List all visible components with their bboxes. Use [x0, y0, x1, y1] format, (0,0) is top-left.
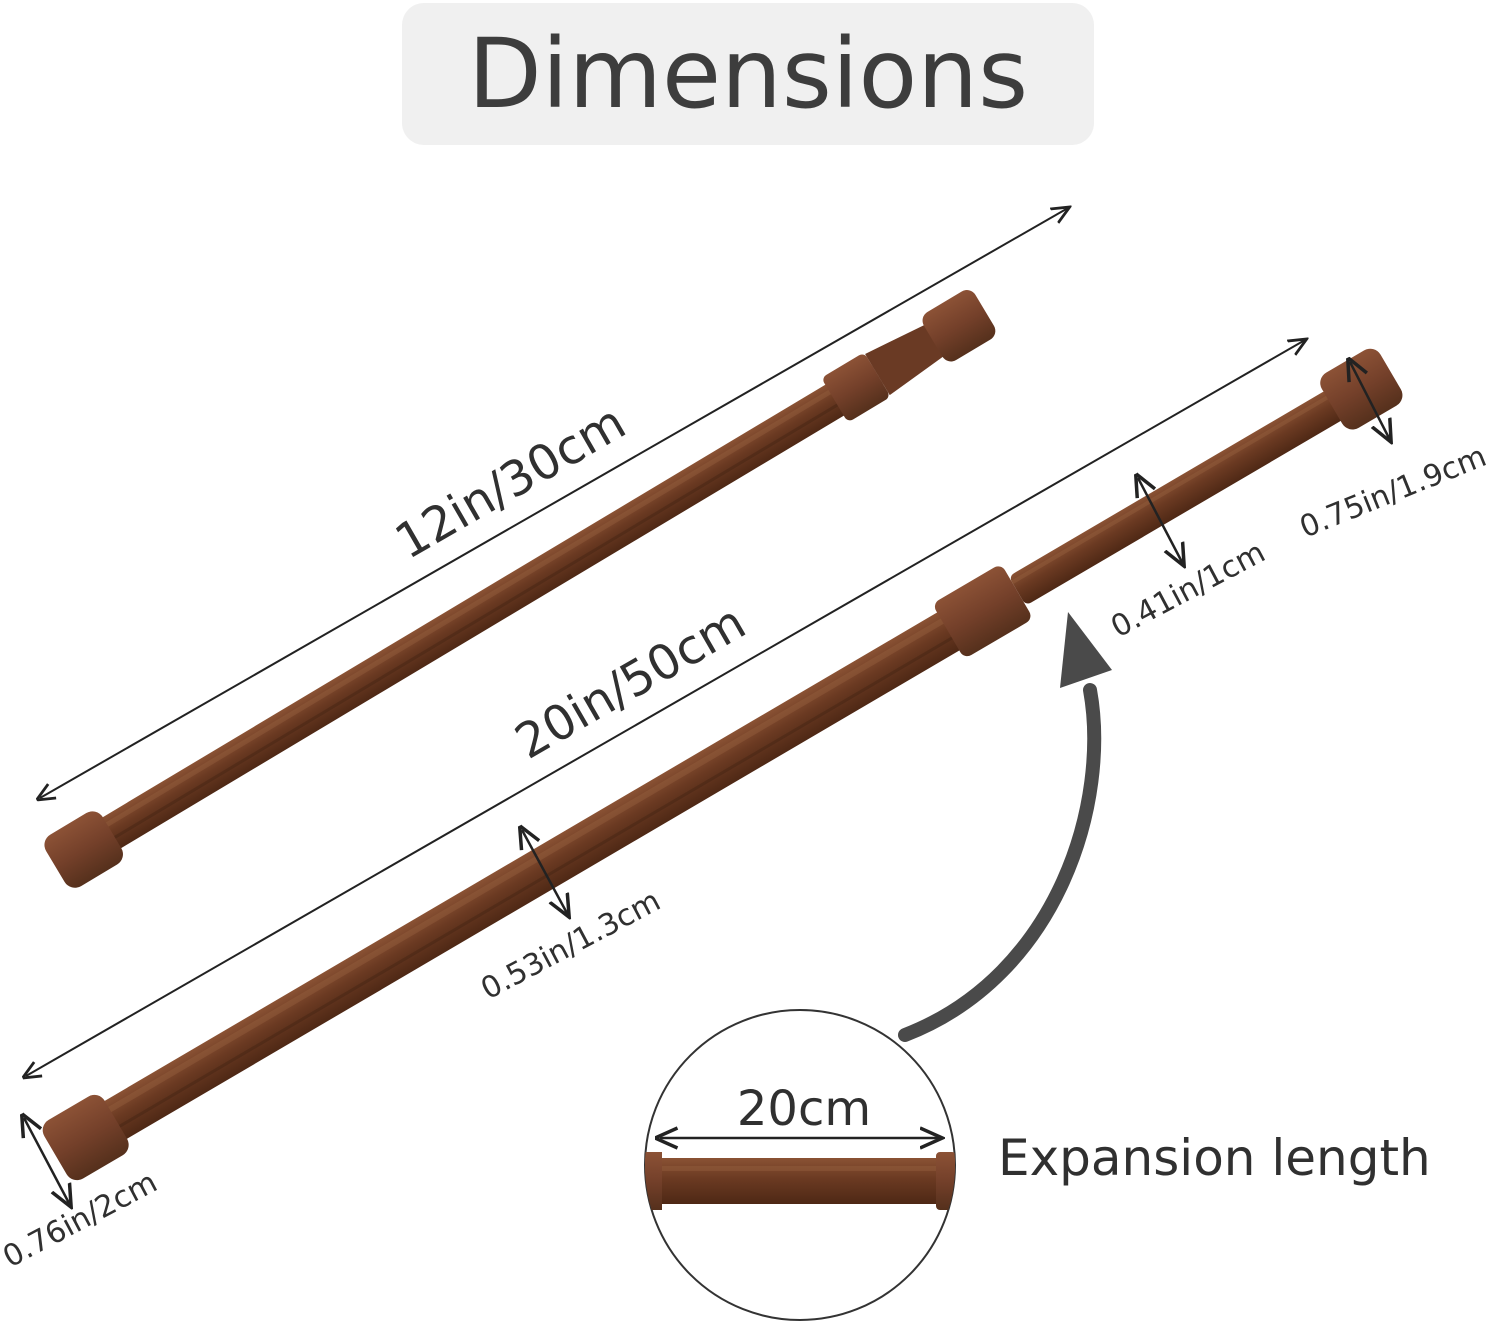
expansion-caption: Expansion length	[998, 1129, 1431, 1187]
inner-tube-diameter-line	[1138, 478, 1183, 564]
left-cap-diameter-line	[24, 1118, 70, 1205]
expansion-measure-label: 20cm	[737, 1081, 871, 1137]
inner-tube-diameter-label: 0.41in/1cm	[1105, 535, 1271, 645]
short-rod	[44, 290, 996, 888]
title-banner: Dimensions	[402, 3, 1094, 145]
right-cap-diameter-line	[1350, 362, 1390, 440]
long-rod-dimension-line	[26, 340, 1305, 1076]
page-title: Dimensions	[467, 18, 1029, 130]
detail-circle: 20cm	[644, 1009, 956, 1321]
left-cap-diameter-label: 0.76in/2cm	[0, 1165, 163, 1275]
outer-tube-diameter-line	[522, 830, 568, 915]
expansion-arrow	[898, 612, 1112, 1042]
right-cap-diameter-label: 0.75in/1.9cm	[1295, 439, 1491, 546]
